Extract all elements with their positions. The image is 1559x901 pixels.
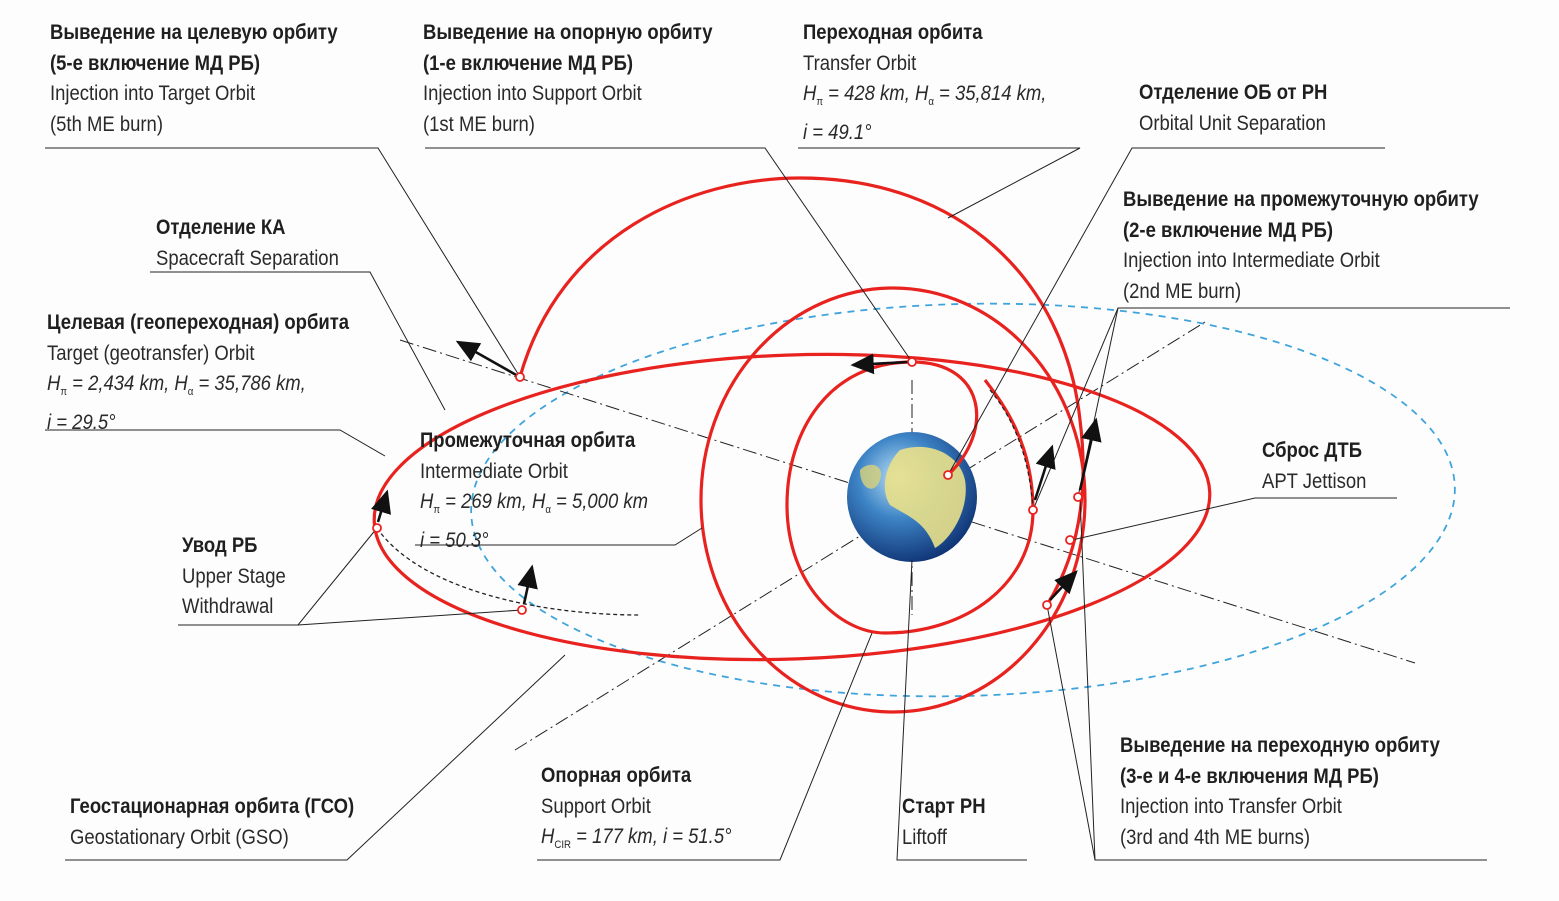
label-ru: Выведение на целевую орбиту [50,21,338,44]
transfer-orbit [518,176,1085,606]
param-value: = 2,434 km, [67,372,175,395]
label-en: Injection into Target Orbit [50,82,256,105]
label-ru: Сброс ДТБ [1262,439,1363,462]
label-en: Orbital Unit Separation [1139,111,1326,135]
label-ru: Увод РБ [182,534,258,557]
label-ru: Целевая (геопереходная) орбита [47,311,350,334]
label-gso: Геостационарная орбита (ГСО) Geostationa… [70,792,354,853]
param-value: = 35,786 km, [193,372,306,395]
label-en: Liftoff [902,825,947,849]
label-ru: Геостационарная орбита (ГСО) [70,795,355,818]
param-sub: α [187,386,194,398]
label-ru: Выведение на переходную орбиту [1120,734,1440,757]
param-sub: α [545,504,551,516]
orbit-params: Hπ = 428 km, Hα = 35,814 km, [803,79,1046,118]
label-ru: (3-е и 4-е включения МД РБ) [1120,764,1379,788]
support-orbit [699,286,1087,714]
label-en: Injection into Support Orbit [423,82,642,105]
coast-arcs [376,389,1034,616]
label-en: Intermediate Orbit [420,459,568,483]
leader-lines [45,147,1510,861]
label-orbital-unit-separation: Отделение ОБ от РН Orbital Unit Separati… [1139,78,1327,139]
orbit-params: Hπ = 2,434 km, Hα = 35,786 km, [47,369,349,408]
param-sub: α [928,96,934,108]
label-apt-jettison: Сброс ДТБ APT Jettison [1262,436,1366,497]
label-transfer-injection: Выведение на переходную орбиту (3-е и 4-… [1120,731,1440,853]
label-en: Upper Stage [182,564,286,588]
param-sub: π [60,386,68,398]
label-intermediate-orbit: Промежуточная орбита Intermediate Orbit … [420,426,648,556]
label-ru: Отделение КА [156,216,286,239]
param-sub: π [433,504,441,516]
label-en: Support Orbit [541,794,651,818]
label-ru: Старт РН [902,795,986,818]
param-symbol: H [541,825,555,848]
label-spacecraft-separation: Отделение КА Spacecraft Separation [156,213,339,274]
param-symbol: H [914,82,929,105]
label-transfer-orbit: Переходная орбита Transfer Orbit Hπ = 42… [803,18,1046,148]
param-symbol: H [47,372,61,395]
orbit-params: Hπ = 269 km, Hα = 5,000 km [420,487,648,526]
target-orbit [372,352,1212,662]
orbit-params: HCIR = 177 km, i = 51.5° [541,822,731,861]
label-en: (1st ME burn) [423,112,535,136]
label-en: Target (geotransfer) Orbit [47,341,255,365]
label-ru: Выведение на промежуточную орбиту [1123,188,1479,211]
label-en: (3rd and 4th ME burns) [1120,825,1311,849]
param-sub: π [816,96,824,108]
label-upper-stage-withdrawal: Увод РБ Upper Stage Withdrawal [182,531,286,623]
label-en: Spacecraft Separation [156,246,339,270]
label-liftoff: Старт РН Liftoff [902,792,986,853]
label-en: Transfer Orbit [803,51,917,75]
param-symbol: H [803,82,817,105]
label-en: (2nd ME burn) [1123,279,1242,303]
param-symbol: H [420,490,434,513]
label-ru: Выведение на опорную орбиту [423,21,713,44]
param-inclination: i = 29.5° [47,410,116,434]
thrust-arrows [371,340,1102,605]
param-symbol: H [531,490,546,513]
param-symbol: H [174,372,188,395]
label-ru: Отделение ОБ от РН [1139,81,1328,104]
label-en: Injection into Intermediate Orbit [1123,249,1380,272]
event-points [372,357,1083,615]
label-target-orbit: Целевая (геопереходная) орбита Target (g… [47,308,349,438]
param-value: = 5,000 km [550,490,648,513]
param-inclination: i = 50.3° [420,528,489,552]
param-inclination: i = 49.1° [803,120,872,144]
label-en: Withdrawal [182,595,274,618]
label-ru: Опорная орбита [541,764,692,787]
label-ru: (1-е включение МД РБ) [423,51,634,75]
label-ru: (5-е включение МД РБ) [50,51,261,75]
label-support-orbit: Опорная орбита Support Orbit HCIR = 177 … [541,761,731,861]
param-value: = 428 km, [823,82,915,105]
param-value: = 35,814 km, [933,82,1047,105]
label-en: Geostationary Orbit (GSO) [70,825,289,849]
label-ru: Переходная орбита [803,21,983,44]
label-en: APT Jettison [1262,469,1367,493]
label-ru: Промежуточная орбита [420,429,636,452]
label-intermediate-injection: Выведение на промежуточную орбиту (2-е в… [1123,185,1479,307]
param-sub: CIR [554,839,572,851]
label-support-injection: Выведение на опорную орбиту (1-е включен… [423,18,713,140]
earth-globe [847,432,977,562]
param-value: = 177 km, i = 51.5° [571,825,732,848]
label-ru: (2-е включение МД РБ) [1123,218,1334,242]
label-en: (5th ME burn) [50,112,163,136]
label-en: Injection into Transfer Orbit [1120,795,1342,818]
param-value: = 269 km, [440,490,532,513]
label-target-injection: Выведение на целевую орбиту (5-е включен… [50,18,338,140]
